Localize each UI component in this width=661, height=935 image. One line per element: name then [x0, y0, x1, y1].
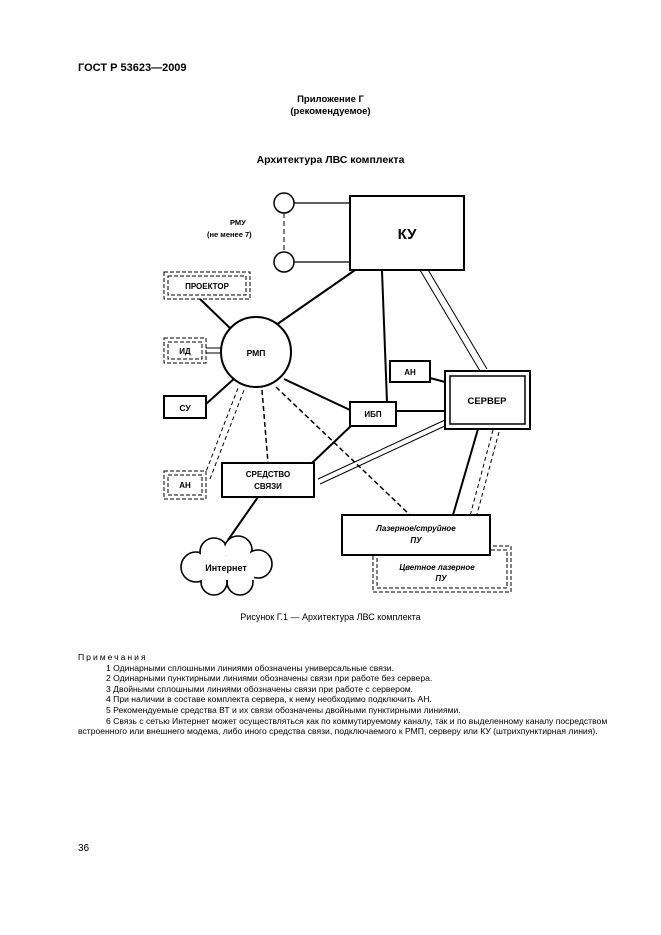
laser-printer-box	[341, 514, 491, 556]
rmu-note: (не менее 7)	[207, 230, 252, 239]
appendix-title: Приложение Г	[297, 94, 364, 105]
comm-label-line2: СВЯЗИ	[254, 482, 282, 491]
server-box-inner	[449, 375, 526, 425]
link-server-laser	[452, 428, 479, 516]
note-item: 3 Двойными сплошными линиями обозначены …	[106, 683, 414, 694]
rmp-circle	[220, 316, 292, 388]
link-ku-rmp	[275, 267, 359, 326]
server-box-outer	[444, 370, 531, 430]
note-item: 4 При наличии в составе комплекта сервер…	[106, 694, 432, 705]
link-ku-server-b	[426, 267, 488, 370]
id-box-inner	[167, 341, 203, 360]
notes-section: Примечания 1 Одинарными сплошными линиям…	[78, 652, 618, 737]
note-item: 5 Рекомендуемые средства ВТ и их связи о…	[106, 704, 461, 715]
an-left-label: АН	[179, 481, 191, 490]
ku-box	[349, 195, 465, 271]
link-rmp-laser	[275, 386, 411, 516]
page-number: 36	[78, 843, 90, 854]
an-left-box-inner	[167, 474, 203, 496]
su-label: СУ	[179, 403, 191, 413]
link-rmp-ibp	[283, 378, 351, 411]
projector-box-inner	[167, 275, 247, 296]
link-projector-rmp	[199, 298, 233, 331]
ibp-box	[349, 401, 397, 427]
note-item: 6 Связь с сетью Интернет может осуществл…	[78, 715, 608, 737]
laser-printer-label-line1: Лазерное/струйное	[375, 524, 456, 533]
internet-label: Интернет	[205, 563, 247, 573]
link-server-comm-a	[317, 419, 446, 480]
ku-label: КУ	[398, 226, 418, 243]
appendix-type: (рекомендуемое)	[290, 106, 371, 117]
note-item: 1 Одинарными сплошными линиями обозначен…	[106, 662, 394, 673]
figure-title: Архитектура ЛВС комплекта	[256, 154, 405, 166]
rmu-circle-top	[273, 192, 295, 214]
laser-printer-label-line2: ПУ	[410, 536, 422, 545]
an-right-label: АН	[404, 368, 416, 377]
link-an-rmp-a	[203, 387, 239, 478]
comm-box	[221, 462, 315, 498]
link-an-rmp-b	[209, 389, 245, 480]
link-rmp-comm	[261, 389, 269, 464]
rmu-circle-bottom	[273, 251, 295, 273]
color-printer-label-line1: Цветное лазерное	[399, 563, 475, 572]
projector-label: ПРОЕКТОР	[185, 282, 230, 291]
rmu-label: РМУ	[230, 218, 246, 227]
rmp-label: РМП	[247, 348, 266, 358]
link-an-server	[429, 377, 446, 383]
link-server-comm-b	[319, 424, 448, 485]
note-item: 2 Одинарными пунктирными линиями обознач…	[106, 673, 433, 684]
ibp-label: ИБП	[364, 410, 382, 419]
an-left-box-outer	[163, 470, 207, 500]
link-ku-ibp	[381, 270, 388, 403]
link-comm-internet	[227, 496, 259, 541]
color-printer-label-line2: ПУ	[435, 574, 447, 583]
su-box	[163, 395, 207, 419]
link-ibp-comm	[311, 424, 353, 464]
standard-number: ГОСТ Р 53623—2009	[78, 62, 187, 74]
id-label: ИД	[179, 347, 191, 356]
server-label: СЕРВЕР	[467, 396, 507, 407]
comm-label-line1: СРЕДСТВО	[246, 470, 290, 479]
figure-caption: Рисунок Г.1 — Архитектура ЛВС комплекта	[240, 612, 421, 622]
an-right-box	[389, 360, 431, 383]
link-su-rmp	[205, 376, 237, 405]
notes-heading: Примечания	[78, 652, 148, 662]
link-ku-server-a	[419, 269, 481, 372]
